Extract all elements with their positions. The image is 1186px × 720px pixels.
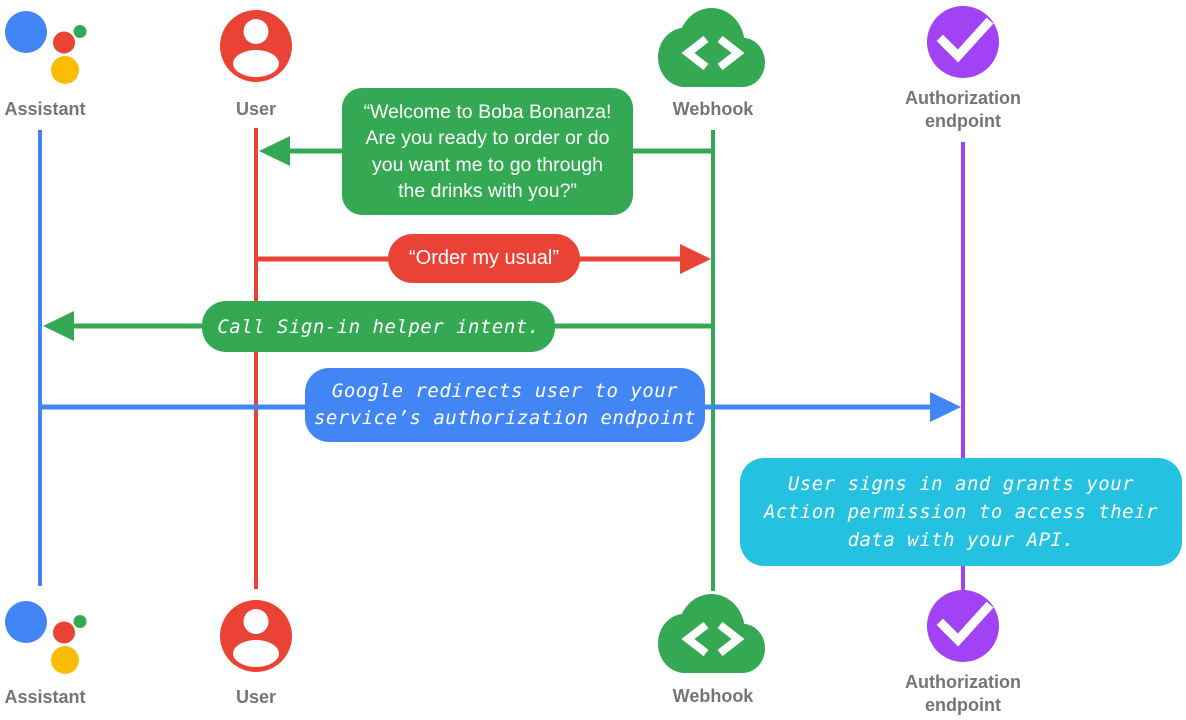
message-line: you want me to go through (372, 153, 603, 176)
message-box-signin: Call Sign-in helper intent. (202, 301, 555, 352)
actor-label-user-bottom: User (235, 687, 277, 707)
actor-label-webhook-bottom: Webhook (672, 686, 754, 706)
actor-label-assistant-bottom: Assistant (4, 687, 86, 707)
person-circle-icon-bottom (220, 600, 292, 672)
actor-label-auth-line1: Authorization (905, 88, 1021, 108)
check-circle-icon (927, 6, 999, 78)
message-line: “Welcome to Boba Bonanza! (363, 100, 612, 123)
message-box-welcome: “Welcome to Boba Bonanza! Are you ready … (342, 88, 633, 215)
actor-label-user-top: User (235, 99, 277, 119)
message-box-grant: User signs in and grants your Action per… (740, 458, 1182, 566)
message-line: service’s authorization endpoint (313, 407, 697, 429)
message-box-redirect: Google redirects user to your service’s … (305, 368, 705, 442)
actor-label-auth-line2: endpoint (925, 695, 1001, 715)
cloud-code-icon (658, 8, 765, 88)
message-line: Are you ready to order or do (365, 127, 610, 149)
assistant-icon-bottom (5, 601, 87, 674)
actor-label-assistant-top: Assistant (4, 99, 86, 119)
actor-label-auth-line1: Authorization (905, 672, 1021, 692)
person-circle-icon (220, 10, 292, 82)
message-line: “Order my usual” (408, 247, 560, 269)
assistant-icon (5, 11, 87, 84)
message-line: the drinks with you?” (398, 180, 577, 202)
check-circle-icon-bottom (927, 590, 999, 662)
actor-label-auth-bottom: Authorization endpoint (883, 671, 1043, 717)
message-line: User signs in and grants your (787, 473, 1135, 495)
cloud-code-icon-bottom (658, 594, 765, 674)
message-line: Google redirects user to your (331, 380, 679, 402)
message-box-order: “Order my usual” (388, 234, 580, 283)
actor-label-webhook-top: Webhook (672, 99, 754, 119)
message-line: Call Sign-in helper intent. (217, 315, 540, 338)
actor-label-auth-line2: endpoint (925, 111, 1001, 131)
message-line: data with your API. (847, 529, 1075, 551)
message-line: Action permission to access their (764, 501, 1158, 523)
actor-label-auth-top: Authorization endpoint (883, 87, 1043, 133)
